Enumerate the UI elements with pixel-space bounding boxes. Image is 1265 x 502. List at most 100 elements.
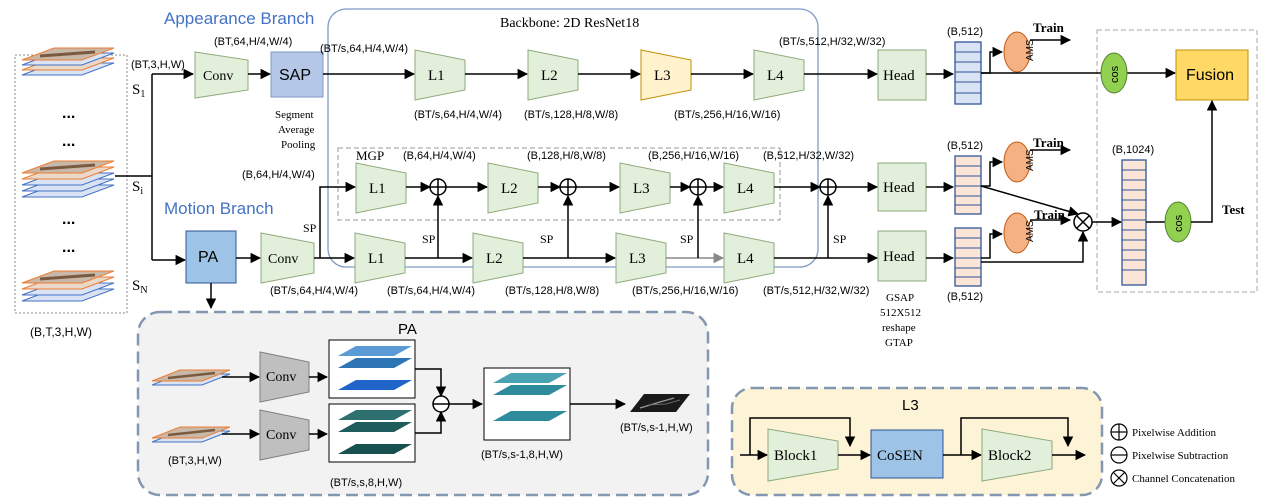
train-label-top: Train: [1033, 20, 1065, 35]
line-feat-mid-ams: [981, 156, 1004, 187]
dim-pa-in: (BT,3,H,W): [168, 455, 222, 467]
dim-mgp-l1: (B,64,H/4,W/4): [403, 150, 476, 162]
pa-conv-2-label: Conv: [266, 428, 296, 443]
ams-mid: [1003, 141, 1031, 183]
cos-top: [1100, 52, 1128, 94]
l3-block1-label: Block1: [774, 448, 817, 464]
arrow-cos-fusion: [1191, 99, 1218, 223]
add-node-1: [429, 178, 447, 196]
fusion-block: [1175, 49, 1249, 101]
input-shape-label: (B,T,3,H,W): [30, 325, 92, 339]
ams-bottom-label: AMS: [1025, 220, 1036, 242]
dim-appearance-l3: (BT/s,256,H/16,W/16): [674, 109, 780, 121]
legend-subtraction-icon: [1110, 446, 1128, 464]
pa-output-map: [630, 394, 690, 412]
ams-top-label: AMS: [1025, 39, 1036, 61]
concat-node: [1073, 212, 1093, 232]
l3-cosen: [870, 429, 944, 479]
pa-diff-map: [483, 367, 571, 441]
train-label-mid: Train: [1033, 135, 1065, 150]
sp-label-1: SP: [422, 232, 436, 246]
mgp-l2-label: L2: [501, 181, 518, 197]
feature-vector-mid: [954, 155, 982, 215]
line-feat-bot-concat: [981, 230, 1089, 263]
sp-label-3: SP: [680, 232, 694, 246]
dim-motion-l1: (BT/s,64,H/4,W/4): [387, 285, 475, 297]
dots-4: ...: [62, 239, 75, 256]
backbone-title: Backbone: 2D ResNet18: [500, 16, 639, 31]
legend-addition-label: Pixelwise Addition: [1132, 427, 1217, 439]
train-label-bottom: Train: [1034, 207, 1066, 222]
sap-caption-2: Average: [278, 124, 315, 136]
pa-conv-1: [259, 351, 310, 403]
dim-mgp-l4: (B,512,H/32,W/32): [763, 150, 854, 162]
appearance-branch-title: Appearance Branch: [164, 9, 314, 28]
arrow-feat-mid-concat: [980, 185, 1080, 217]
motion-l1: [354, 232, 406, 284]
dim-feat-top: (B,512): [947, 26, 983, 38]
dim-appearance-l4: (BT/s,512,H/32,W/32): [779, 36, 885, 48]
sn-label: SN: [132, 278, 148, 296]
dim-pa-conv-out: (BT/s,s,8,H,W): [330, 477, 402, 489]
mgp-head-label: Head: [883, 180, 915, 196]
motion-head: [877, 230, 927, 282]
feature-vector-bottom: [954, 227, 982, 287]
pa-input-frame-2: [151, 426, 231, 443]
fusion-label: Fusion: [1186, 67, 1234, 84]
ams-bottom: [1003, 212, 1031, 254]
sap-caption-1: Segment: [275, 109, 314, 121]
add-node-3: [689, 178, 707, 196]
pa-feature-map-1: [328, 339, 416, 399]
legend: Pixelwise Addition Pixelwise Subtraction…: [1110, 423, 1235, 487]
dim-appearance-conv: (BT,64,H/4,W/4): [214, 36, 292, 48]
appearance-l3: [640, 49, 692, 101]
dim-appearance-in: (BT,3,H,W): [131, 59, 185, 71]
motion-l3-label: L3: [629, 251, 646, 267]
dim-motion-l2: (BT/s,128,H/8,W/8): [505, 285, 599, 297]
line-feat1-sub: [415, 368, 447, 398]
dim-motion-l3: (BT/s,256,H/16,W/16): [632, 285, 738, 297]
mgp-l4: [723, 162, 775, 214]
appearance-l4-label: L4: [767, 68, 784, 84]
mgp-l1: [355, 162, 407, 214]
sap-caption-3: Pooling: [281, 139, 316, 151]
dim-mgp-in: (B,64,H/4,W/4): [242, 169, 315, 181]
appearance-l4: [753, 49, 805, 101]
motion-conv: [260, 232, 315, 284]
sap-label: SAP: [279, 67, 311, 84]
legend-subtraction-label: Pixelwise Subtraction: [1132, 450, 1229, 462]
mgp-frame: [337, 147, 781, 221]
dim-feat-bottom: (B,512): [947, 291, 983, 303]
legend-addition-icon: [1110, 423, 1128, 441]
test-frame: [1096, 29, 1258, 293]
line-feat-top-ams: [981, 46, 1004, 74]
pa-conv-2: [259, 409, 310, 461]
motion-l2: [472, 232, 524, 284]
appearance-l3-label: L3: [654, 68, 671, 84]
frame-stack-mid: [21, 160, 115, 198]
motion-l2-label: L2: [486, 251, 503, 267]
sp-label-0: SP: [303, 221, 317, 235]
sp-label-4: SP: [833, 232, 847, 246]
s1-label: S1: [132, 82, 145, 100]
si-label: Si: [132, 179, 143, 197]
dim-pa-diff: (BT/s,s-1,8,H,W): [481, 449, 563, 461]
mgp-l4-label: L4: [737, 181, 754, 197]
appearance-l1: [414, 49, 466, 101]
head-note-1: GSAP: [886, 292, 914, 304]
l3-cosen-label: CoSEN: [877, 448, 923, 464]
head-note-2: 512X512: [880, 307, 921, 319]
line-feat2-sub: [415, 410, 447, 434]
l3-block1: [767, 428, 839, 482]
feature-vector-top: [954, 41, 982, 105]
appearance-head-label: Head: [883, 68, 915, 84]
input-routing: [115, 68, 195, 266]
add-node-4: [819, 178, 837, 196]
dim-mgp-l3: (B,256,H/16,W/16): [648, 150, 739, 162]
l3-block2-label: Block2: [988, 448, 1031, 464]
motion-l1-label: L1: [368, 251, 385, 267]
frame-stack-bottom: [21, 270, 115, 302]
dim-appearance-sap: (BT/s,64,H/4,W/4): [320, 43, 408, 55]
motion-branch-title: Motion Branch: [164, 199, 274, 218]
